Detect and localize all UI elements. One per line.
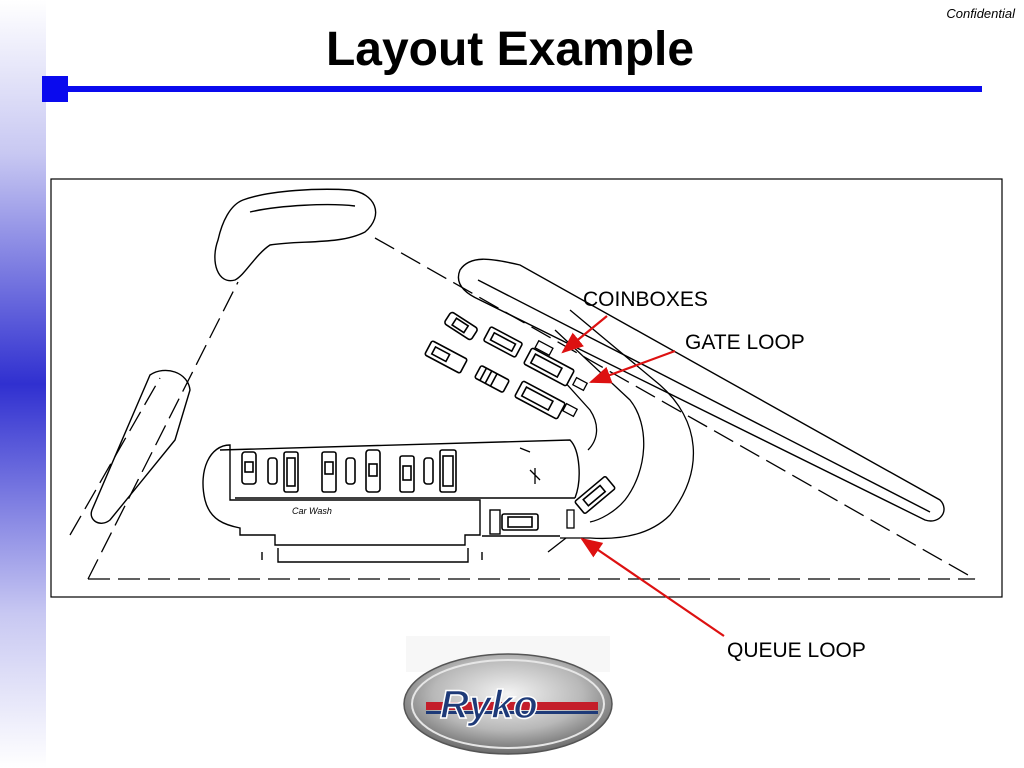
coinboxes-callout: COINBOXES [583,288,708,311]
coinboxes-arrow [561,315,608,354]
gate-loop-arrow [588,349,676,384]
confidential-label: Confidential [946,6,1015,21]
logo-wordmark: Ryko [440,683,538,727]
ryko-logo: Ryko [400,636,616,756]
car-wash-building [202,439,580,563]
slide-title-text: Layout Example [325,23,695,76]
title-rule-line [60,86,982,92]
queue-loop-arrow [580,537,725,637]
queue-vehicles [424,311,616,514]
queue-lane-outline [544,309,695,540]
callout-arrows [561,315,725,637]
slide-title: Layout Example [0,22,1024,77]
side-gradient-stripe [0,0,46,768]
queue-loop-callout: QUEUE LOOP [727,639,866,662]
gate-loop-callout: GATE LOOP [685,331,805,354]
pay-equipment [519,339,589,553]
building-label: Car Wash [292,506,332,516]
landscape-islands [90,188,945,524]
bay-vehicles [241,449,539,531]
